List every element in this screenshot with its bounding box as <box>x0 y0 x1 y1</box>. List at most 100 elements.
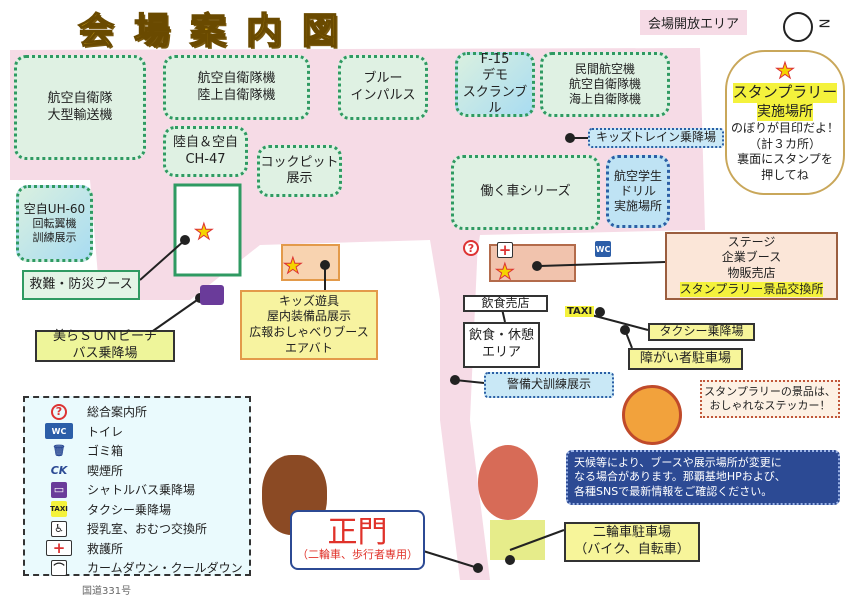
stamp-rally-subtitle: 実施場所 <box>757 102 813 122</box>
legend-info: ? 総合案内所 <box>31 402 243 422</box>
stamp-star-icon: ★ <box>194 220 215 245</box>
rescue-booth-label[interactable]: 救難・防災ブース <box>22 270 140 300</box>
zone-label: 大型輸送機 <box>47 107 113 123</box>
legend-label: カームダウン・クールダウン <box>87 561 243 576</box>
zone-label: 航空学生 <box>613 169 662 183</box>
zone-label: 展示 <box>286 171 313 186</box>
shisa-mascot <box>622 385 682 445</box>
zone-label: 陸上自衛隊機 <box>197 87 276 103</box>
wc-icon: WC <box>595 241 611 257</box>
zone-vehicles[interactable]: 働く車シリーズ <box>451 155 600 230</box>
stamp-star-icon: ★ <box>495 260 516 285</box>
stamp-rally-line: 裏面にスタンプを <box>737 152 833 167</box>
legend-label: 救護所 <box>87 541 124 556</box>
legend-label: 喫煙所 <box>87 463 124 478</box>
zone-label: インパルス <box>350 87 416 103</box>
first-aid-icon: + <box>497 241 513 259</box>
zone-label: 航空自衛隊 <box>47 91 113 107</box>
main-gate[interactable]: 正門（二輪車、歩行者専用） <box>290 510 425 570</box>
road-label: 国道331号 <box>82 586 132 597</box>
smoking-icon: CK <box>50 463 68 477</box>
page-title: 会場案内図 <box>77 10 359 53</box>
shuttle-bus-icon <box>200 285 224 305</box>
bus-stop-line: 美らＳＵＮビーチ <box>52 329 157 345</box>
bus-stop-label[interactable]: 美らＳＵＮビーチバス乗降場 <box>35 329 175 362</box>
food-rest-line: エリア <box>481 345 521 360</box>
kids-area-line: キッズ遊具 <box>278 293 339 308</box>
trash-icon: 🗑 <box>52 444 66 458</box>
kids-area-line: 広報おしゃべりブース <box>249 325 369 339</box>
legend-nursing: ♿授乳室、おむつ交換所 <box>31 519 243 539</box>
notice: 天候等により、ブースや展示場所が変更になる場合があります。那覇基地HPおよび、各… <box>566 450 840 505</box>
bike-parking-label[interactable]: 二輪車駐車場（バイク、自転車） <box>564 522 700 562</box>
stamp-rally-line: のぼりが目印だよ！ <box>730 121 839 136</box>
kids-area-label[interactable]: キッズ遊具屋内装備品展示広報おしゃべりブースエアバト <box>240 290 378 360</box>
taxi-icon: TAXI <box>565 306 595 317</box>
disabled-parking-label[interactable]: 障がい者駐車場 <box>628 348 743 370</box>
main-gate-subtitle: （二輪車、歩行者専用） <box>297 547 418 561</box>
zone-label: 陸自＆空自 <box>172 135 238 151</box>
kids-area-line: 屋内装備品展示 <box>266 309 351 324</box>
notice-line: 各種SNSで最新情報をご確認ください。 <box>574 484 773 498</box>
star-icon: ★ <box>775 59 796 85</box>
toilet-icon: WC <box>45 423 73 440</box>
stamp-star-icon: ★ <box>283 254 304 279</box>
legend-taxi: TAXI タクシー乗降場 <box>31 500 243 520</box>
zone-label: コックピット <box>260 154 339 170</box>
zone-label: 働く車シリーズ <box>480 184 571 200</box>
open-area-label: 会場開放エリア <box>640 10 748 35</box>
stamp-rally-title: スタンプラリー <box>732 83 838 103</box>
legend-label: 授乳室、おむつ交換所 <box>87 522 208 537</box>
legend-calm-down: ⌒ カームダウン・クールダウン <box>31 558 243 578</box>
zone-label: デモ <box>481 68 508 84</box>
sticker-note: スタンプラリーの景品は、おしゃれなステッカー！ <box>700 380 840 418</box>
stage-line: ステージ <box>727 234 776 249</box>
calm-down-icon: ⌒ <box>51 559 67 576</box>
info-icon: ? <box>51 403 67 420</box>
bike-parking-line: （バイク、自転車） <box>574 542 690 557</box>
shuttle-bus-icon: ▭ <box>51 481 67 498</box>
zone-label: 回転翼機 <box>32 217 77 231</box>
stage-line: 企業ブース <box>721 250 782 265</box>
first-aid-icon: + <box>46 539 72 557</box>
zone-label: 訓練展示 <box>32 231 77 244</box>
zone-label: ブルー <box>363 71 403 87</box>
sticker-note-line: スタンプラリーの景品は、 <box>704 384 836 398</box>
stamp-rally-line: （計３カ所） <box>748 136 821 151</box>
dog-demo-label[interactable]: 警備犬訓練展示 <box>484 372 614 398</box>
zone-cockpit[interactable]: コックピット展示 <box>257 145 342 197</box>
legend-label: 総合案内所 <box>87 405 148 420</box>
zone-label: 海上自衛隊機 <box>568 92 641 106</box>
stamp-rally-info: ★ スタンプラリー 実施場所 のぼりが目印だよ！ （計３カ所） 裏面にスタンプを… <box>725 50 845 195</box>
zone-cadet-drill[interactable]: 航空学生ドリル実施場所 <box>606 155 670 228</box>
legend-smoking: CK 喫煙所 <box>31 461 243 481</box>
zone-transport[interactable]: 航空自衛隊大型輸送機 <box>14 55 146 160</box>
food-stand-label[interactable]: 飲食売店 <box>463 295 548 312</box>
stamp-rally-line: 押してね <box>761 167 809 182</box>
sticker-note-line: おしゃれなステッカー！ <box>709 399 831 412</box>
zone-jasdf-gsdf[interactable]: 航空自衛隊機陸上自衛隊機 <box>163 55 310 120</box>
legend-first-aid: + 救護所 <box>31 539 243 559</box>
zone-label: 航空自衛隊機 <box>197 71 276 87</box>
zone-label: スクランブル <box>462 84 528 116</box>
taxi-icon: TAXI <box>50 501 68 518</box>
zone-label: CH-47 <box>185 151 226 167</box>
stage-label[interactable]: ステージ企業ブース物販売店スタンプラリー景品交換所 <box>665 232 838 300</box>
zone-blue-impulse[interactable]: ブルーインパルス <box>338 55 428 120</box>
zone-civil[interactable]: 民間航空機航空自衛隊機海上自衛隊機 <box>540 52 670 117</box>
legend-label: シャトルバス乗降場 <box>87 483 196 498</box>
taxi-stand-label[interactable]: タクシー乗降場 <box>648 323 755 341</box>
zone-label: 空自UH-60 <box>23 202 86 217</box>
kids-train-stop[interactable]: キッズトレイン乗降場 <box>588 128 724 148</box>
zone-label: 実施場所 <box>613 199 662 213</box>
food-rest-area-label[interactable]: 飲食・休憩エリア <box>463 322 540 368</box>
legend-label: タクシー乗降場 <box>87 502 172 517</box>
compass-icon <box>783 12 813 42</box>
zone-label: ドリル <box>619 184 656 198</box>
legend-label: ゴミ箱 <box>87 444 124 459</box>
